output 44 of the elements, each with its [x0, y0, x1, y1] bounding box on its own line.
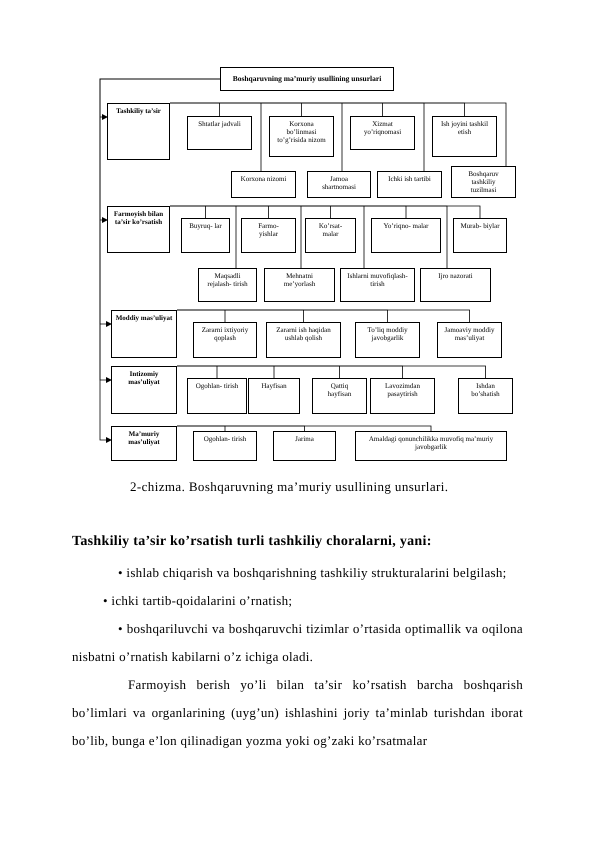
item-box: [432, 116, 497, 157]
root-box: [220, 67, 394, 91]
category-box: [107, 103, 170, 160]
item-box: [370, 378, 435, 414]
item-box: [458, 378, 513, 414]
item-box: [248, 378, 300, 414]
body-paragraph: • boshqariluvchi va boshqaruvchi tizimlar o’rtasida optimallik va oqilona nisbatni o’rnatish kabilarni o’z ichiga oladi.: [72, 620, 523, 666]
item-box: [305, 218, 356, 253]
item-box: [187, 378, 247, 414]
body-paragraph: Farmoyish berish yo’li bilan ta’sir ko’rsatish barcha boshqarish bo’limlari va organlarining (uyg’un) ishlashini joriy ta’minlab turishdan iborat bo’lib, bunga e’lon qilinadigan yozma yoki og’zaki ko’rsatmalar: [72, 676, 523, 750]
category-box: [111, 426, 177, 461]
item-box: [264, 268, 335, 302]
item-box: [451, 166, 516, 198]
item-box: [198, 268, 257, 302]
connector-line: [176, 366, 486, 378]
item-box: [187, 116, 252, 150]
item-box: [420, 268, 491, 302]
item-box: [193, 322, 257, 358]
category-box: [111, 310, 177, 358]
item-box: [193, 431, 257, 461]
connector-line: [176, 310, 470, 322]
category-box: [107, 206, 170, 253]
item-box: [231, 171, 296, 198]
category-box: [111, 366, 177, 414]
body-paragraph: • ichki tartib-qoidalarini o’rnatish;: [102, 592, 294, 610]
item-box: [307, 171, 371, 198]
item-box: [371, 218, 441, 253]
item-box: [350, 116, 415, 150]
item-box: [312, 378, 367, 414]
connector-line: [176, 426, 432, 432]
item-box: [266, 322, 341, 358]
item-box: [273, 431, 336, 461]
item-box: [453, 218, 507, 253]
section-heading: Tashkiliy ta’sir ko’rsatish turli tashkiliy choralarni, yani:: [72, 533, 433, 551]
item-box: [181, 218, 230, 253]
item-box: [340, 268, 415, 302]
figure-caption: 2-chizma. Boshqaruvning ma’muriy usullining unsurlari.: [130, 478, 448, 496]
item-box: [355, 431, 507, 461]
item-box: [241, 218, 296, 253]
item-box: [437, 322, 502, 358]
item-box: [355, 322, 420, 358]
body-paragraph: • ishlab chiqarish va boshqarishning tashkiliy strukturalarini belgilash;: [117, 564, 508, 582]
item-box: [377, 171, 442, 198]
item-box: [269, 116, 334, 157]
